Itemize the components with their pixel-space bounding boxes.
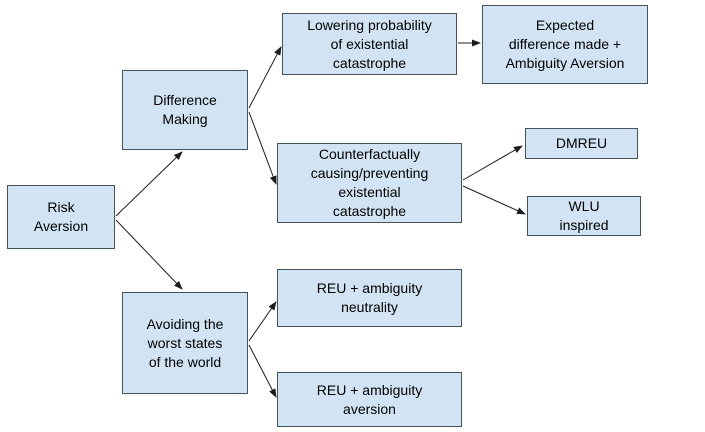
node-lowering-probability: Lowering probability of existential cata… <box>282 13 457 75</box>
node-risk-aversion: Risk Aversion <box>7 185 115 249</box>
node-avoiding-worst-states: Avoiding the worst states of the world <box>122 292 248 394</box>
edge-counterfactual-to-dmreu-arrow <box>462 145 523 181</box>
node-difference-making: Difference Making <box>122 70 248 150</box>
node-wlu-inspired: WLU inspired <box>527 196 641 236</box>
edge-risk-to-difference-arrow <box>115 151 183 217</box>
edge-risk-to-avoiding-arrow <box>115 219 183 290</box>
node-dmreu: DMREU <box>525 128 638 159</box>
edge-avoiding-to-neutrality-arrow <box>248 301 277 342</box>
edge-difference-to-counterfactual-arrow <box>248 111 277 185</box>
edge-avoiding-to-aversion-arrow <box>248 344 277 398</box>
node-counterfactually-causing: Counterfactually causing/preventing exis… <box>277 143 462 223</box>
node-reu-ambiguity-aversion: REU + ambiguity aversion <box>277 372 462 427</box>
edge-counterfactual-to-wlu-arrow <box>462 185 526 215</box>
node-expected-difference: Expected difference made + Ambiguity Ave… <box>482 5 648 84</box>
edge-difference-to-lowering-arrow <box>248 46 282 109</box>
node-reu-ambiguity-neutrality: REU + ambiguity neutrality <box>277 269 462 327</box>
